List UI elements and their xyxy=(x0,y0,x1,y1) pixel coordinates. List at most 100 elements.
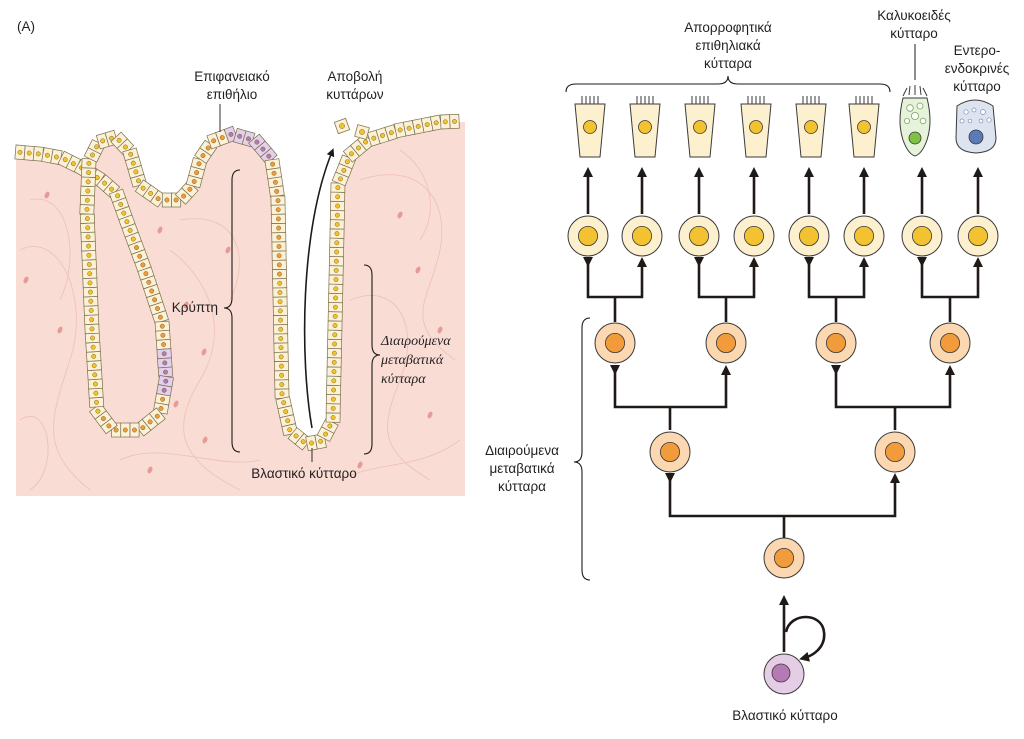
transit-cells-gen1 xyxy=(649,431,916,473)
epithelial-cell xyxy=(328,256,344,267)
shedding-arrow-icon xyxy=(303,148,335,429)
epithelial-cell xyxy=(82,277,98,289)
epithelial-cell xyxy=(87,378,104,390)
tissue-panel xyxy=(14,113,465,496)
label-line: μεταβατικά xyxy=(489,461,554,476)
precursor-cell xyxy=(957,215,999,257)
lineage-arrow-icon xyxy=(804,257,869,299)
left-transit-label: Διαιρούμενα μεταβατικά κύτταρα xyxy=(363,264,451,455)
epithelial-cell xyxy=(326,348,342,359)
brace-icon xyxy=(573,317,591,581)
epithelial-cell xyxy=(174,187,193,205)
epithelial-cell xyxy=(330,182,346,193)
epithelial-cell xyxy=(181,180,199,198)
epithelial-cell xyxy=(325,394,341,405)
epithelial-cell xyxy=(429,114,443,131)
absorptive-cell xyxy=(795,96,827,158)
epithelial-cell xyxy=(86,360,102,372)
epithelial-cell xyxy=(328,274,344,285)
epithelial-cell xyxy=(273,333,289,344)
lineage-arrow-icon xyxy=(583,257,647,299)
label-line: κύτταρα xyxy=(498,479,546,494)
label-line: κύτταρο xyxy=(890,26,938,41)
epithelial-cell xyxy=(272,278,288,289)
enteroendocrine-label: Εντερο- ενδοκρινές κύτταρο xyxy=(945,43,1010,94)
epithelial-cell xyxy=(100,417,118,435)
epithelial-cell xyxy=(327,320,343,331)
epithelial-cell xyxy=(325,412,341,423)
epithelial-cell xyxy=(156,348,172,360)
left-stem-label: Βλαστικό κύτταρο xyxy=(251,448,357,481)
epithelial-cell xyxy=(161,192,172,208)
epithelial-cell xyxy=(84,323,100,335)
brace-icon xyxy=(223,169,241,453)
precursor-cell xyxy=(901,215,943,257)
label-line: Βλαστικό κύτταρο xyxy=(251,466,356,481)
label-line: Απορροφητικά xyxy=(684,20,772,35)
lineage-arrow-icon xyxy=(917,257,983,299)
epithelial-cell xyxy=(87,369,103,381)
enteroendocrine-cell xyxy=(955,99,997,154)
epithelial-cell xyxy=(89,402,107,420)
epithelial-cell xyxy=(157,375,174,388)
label-line: μεταβατικά xyxy=(380,353,444,368)
epithelial-cell xyxy=(80,185,96,197)
precursor-cell xyxy=(843,215,885,257)
absorptive-cell xyxy=(848,96,880,158)
absorptive-cell xyxy=(684,96,716,158)
epithelial-cell xyxy=(270,213,286,225)
epithelial-cell xyxy=(327,311,343,322)
epithelial-cell xyxy=(84,332,101,344)
lineage-arrow-icon xyxy=(610,365,731,409)
epithelial-cell xyxy=(272,287,288,298)
label-line: Διαιρούμενα xyxy=(380,334,451,349)
epithelial-cell xyxy=(155,339,172,350)
epithelial-cell xyxy=(271,232,287,243)
lineage-arrow-icon xyxy=(665,473,900,518)
epithelial-cell xyxy=(327,329,343,340)
epithelial-cell xyxy=(268,185,285,198)
label-line: κύτταρο xyxy=(953,79,1001,94)
panel-label: (A) xyxy=(17,19,35,34)
epithelial-cell xyxy=(273,324,289,335)
epithelial-cell xyxy=(82,268,98,279)
epithelial-cell xyxy=(80,176,96,188)
epithelial-cell xyxy=(81,259,97,270)
absorptive-label: Απορροφητικά επιθηλιακά κύτταρα xyxy=(565,20,891,93)
label-line: κύτταρα xyxy=(381,372,426,387)
label-line: ενδοκρινές xyxy=(945,61,1010,76)
transit-cell xyxy=(815,322,857,364)
label-line: Διαιρούμενα xyxy=(485,443,559,458)
epithelial-cell xyxy=(264,158,281,171)
label-line: Επιφανειακό xyxy=(194,69,270,84)
label-line: Εντερο- xyxy=(954,43,1001,58)
right-stem-label: Βλαστικό κύτταρο xyxy=(732,708,837,723)
epithelial-cell xyxy=(328,283,344,294)
epithelial-cell xyxy=(83,305,99,316)
label-line: Κρύπτη xyxy=(172,300,218,315)
shed-cells xyxy=(333,117,370,140)
epithelial-cell xyxy=(232,127,247,145)
epithelial-cell xyxy=(155,329,171,341)
epithelial-cell xyxy=(120,422,131,438)
right-transit-label: Διαιρούμενα μεταβατικά κύτταρα xyxy=(485,317,591,581)
epithelial-cell xyxy=(81,167,97,178)
epithelial-cell xyxy=(199,139,218,157)
epithelial-cell xyxy=(271,222,287,234)
label-line: επιθήλιο xyxy=(207,87,258,102)
precursor-cell xyxy=(678,215,720,257)
cell-shedding-label: Αποβολή κυττάρων xyxy=(326,69,384,102)
epithelial-cell xyxy=(325,403,341,414)
brace-icon xyxy=(363,264,381,455)
epithelial-cell xyxy=(129,422,140,438)
transit-cells-gen2 xyxy=(594,322,971,364)
epithelial-cell xyxy=(143,283,161,299)
epithelial-cell xyxy=(85,341,101,353)
epithelial-cell xyxy=(329,246,345,258)
epithelial-cell xyxy=(274,379,290,390)
epithelial-cell xyxy=(80,222,96,234)
epithelial-cell xyxy=(272,268,287,280)
epithelial-cell xyxy=(82,286,98,298)
epithelial-cell xyxy=(330,191,346,202)
epithelial-cell xyxy=(23,145,35,161)
